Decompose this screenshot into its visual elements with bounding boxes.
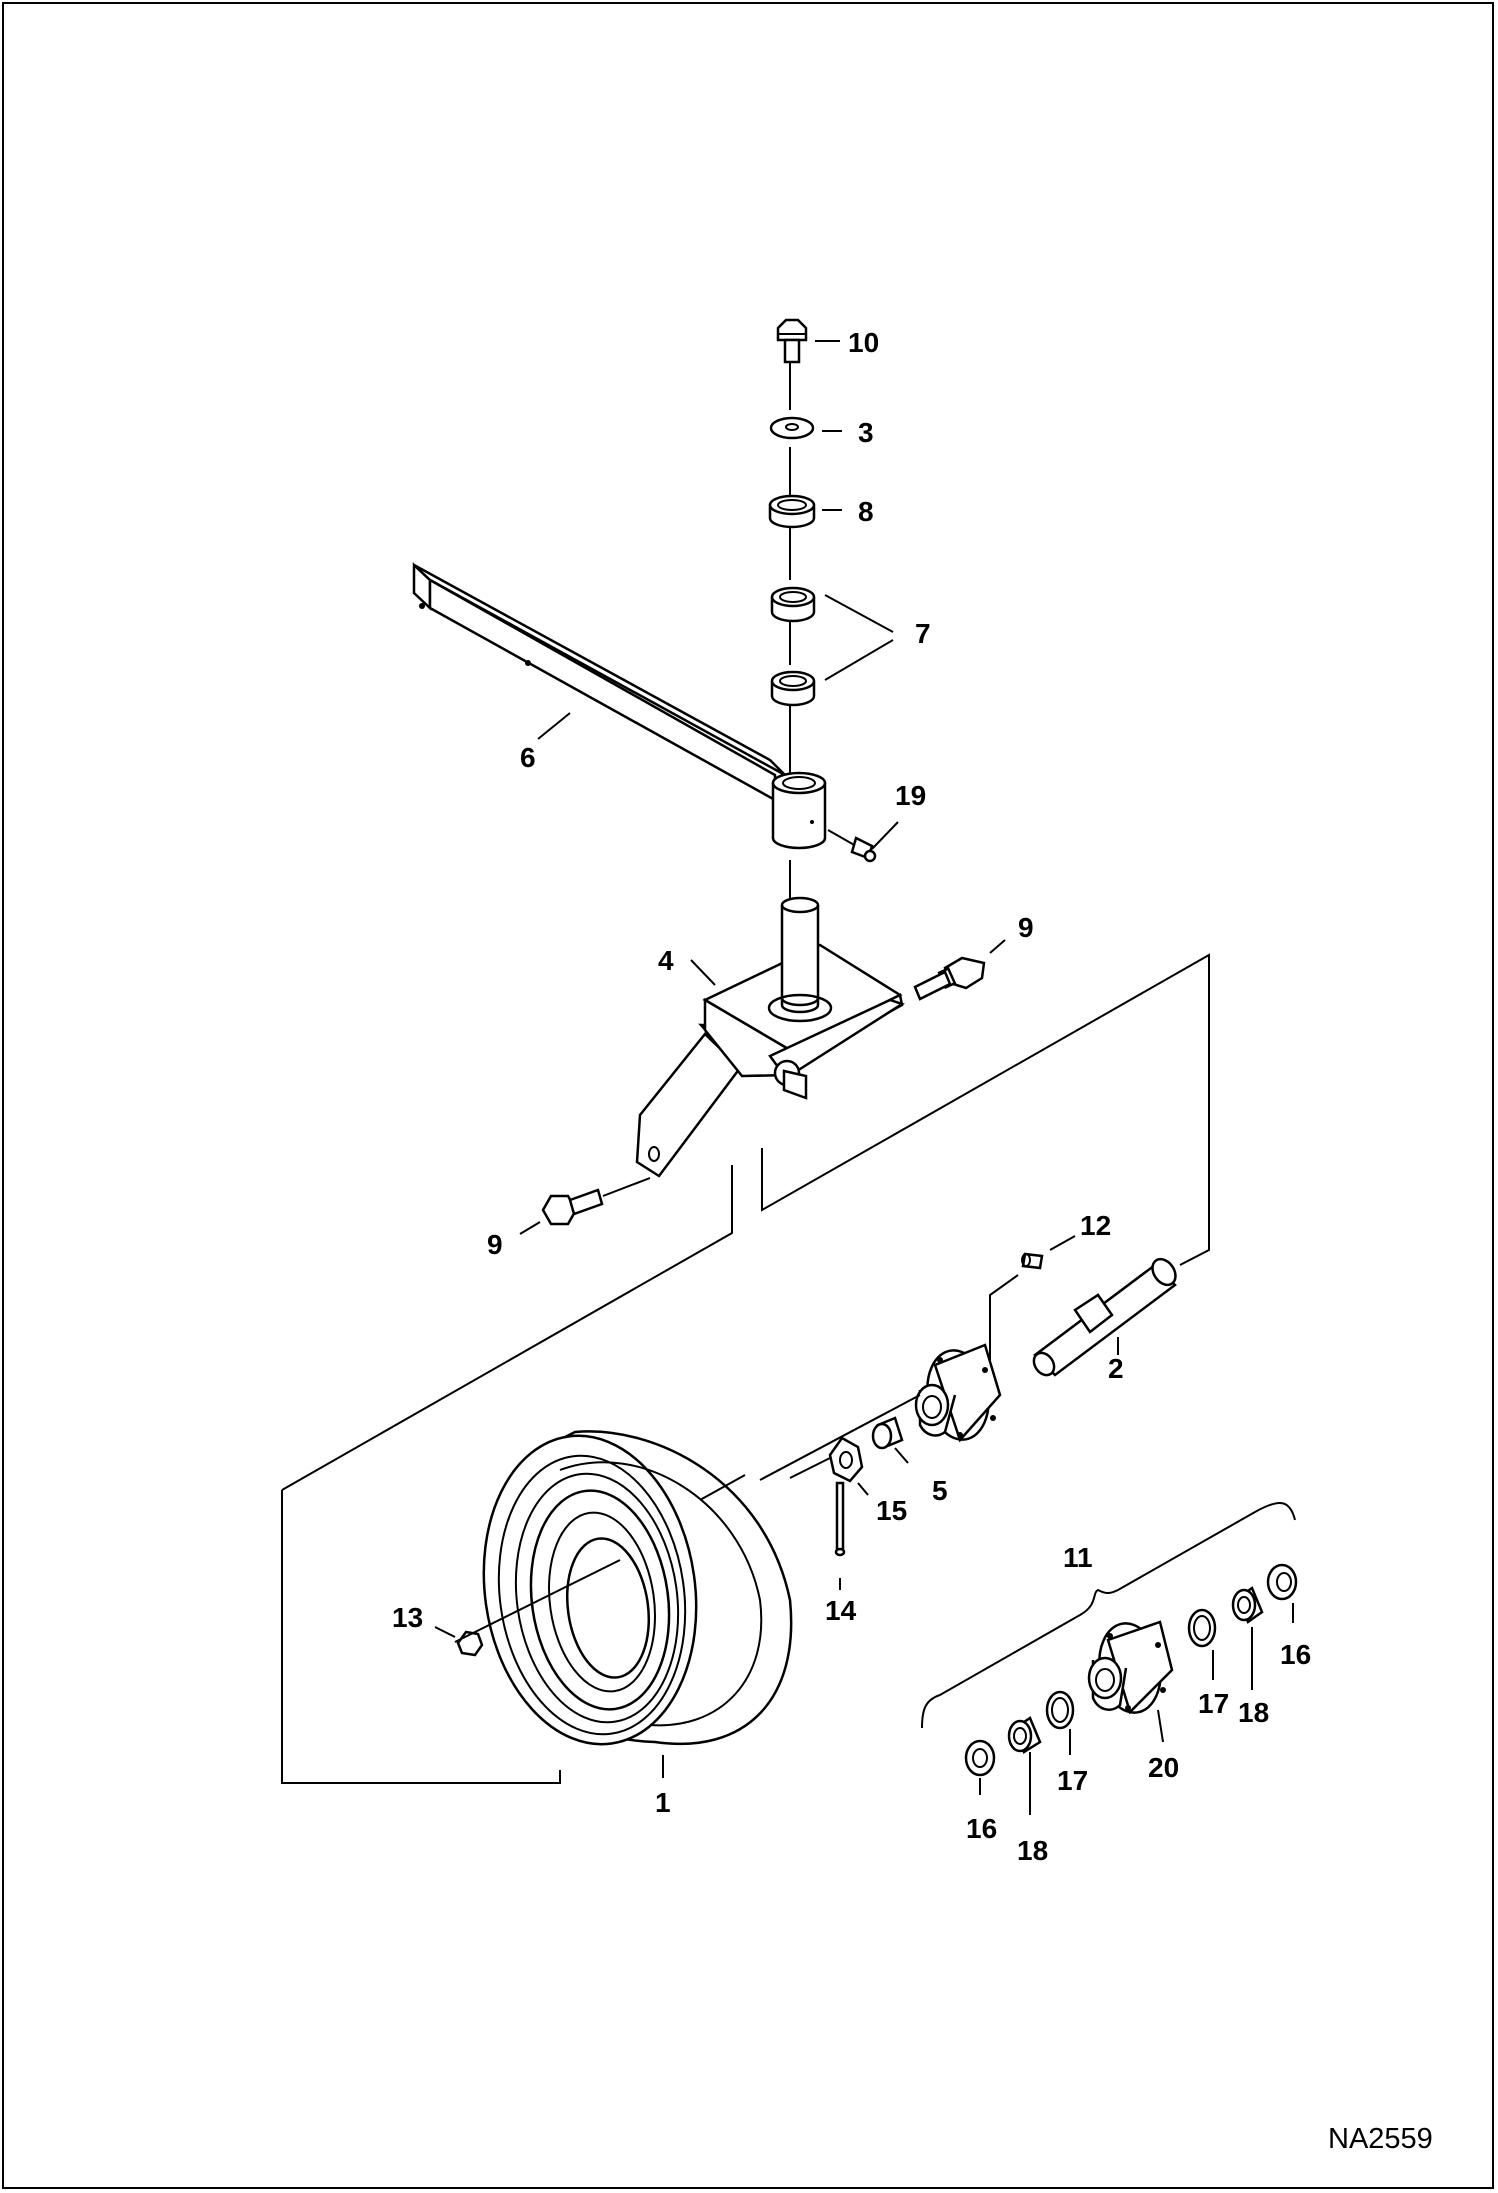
hub-kit-hub-part <box>1087 1620 1174 1715</box>
callout-label: 10 <box>848 327 879 358</box>
hub-kit-bearing-right-part <box>1231 1586 1264 1624</box>
callout-label: 9 <box>1018 912 1034 943</box>
washer-part <box>769 416 815 440</box>
callout-leader-lines <box>434 340 1294 1815</box>
callout-label: 9 <box>487 1229 503 1260</box>
callout-label: 11 <box>1063 1542 1093 1573</box>
callout-label: 12 <box>1080 1210 1111 1241</box>
callout-label: 18 <box>1017 1835 1048 1866</box>
cotter-pin-part <box>834 1481 846 1557</box>
callout-label: 6 <box>520 742 536 773</box>
callout-label: 15 <box>876 1495 907 1526</box>
grease-fitting-part <box>827 829 877 863</box>
hub-kit-seal-outer-left-part <box>964 1739 996 1777</box>
callout-label: 1 <box>655 1787 671 1818</box>
hub-kit-bracket <box>921 1502 1296 1729</box>
caster-fork-part <box>635 896 905 1178</box>
drawing-code: NA2559 <box>1328 2123 1433 2155</box>
callout-label: 8 <box>858 496 874 527</box>
wheel-tire-part <box>482 1430 793 1746</box>
caster-arm-part <box>412 562 827 850</box>
axle-bearing-part <box>871 1416 904 1450</box>
callout-label: 4 <box>658 945 674 976</box>
callout-label: 17 <box>1057 1765 1088 1796</box>
castle-nut-part <box>828 1436 864 1483</box>
callout-label: 17 <box>1198 1688 1229 1719</box>
assembly-reference-lines <box>281 953 1210 1784</box>
fork-bolt-right-part <box>913 956 986 1001</box>
hub-kit-race-left-part <box>1045 1690 1075 1730</box>
callout-label: 14 <box>825 1595 857 1626</box>
callout-label: 20 <box>1148 1752 1179 1783</box>
hub-kit-seal-outer-right-part <box>1266 1563 1298 1601</box>
callout-label: 5 <box>932 1475 948 1506</box>
callout-label: 19 <box>895 780 926 811</box>
callout-label: 16 <box>966 1813 997 1844</box>
axle-shaft-part <box>1032 1257 1177 1377</box>
seal-part <box>768 494 816 529</box>
callout-label: 7 <box>915 618 931 649</box>
bearing-lower-part <box>770 670 816 707</box>
bearing-upper-part <box>770 586 816 623</box>
axle-pin-part <box>1021 1252 1044 1270</box>
callout-label: 16 <box>1280 1639 1311 1670</box>
wheel-hub-part <box>914 1343 1002 1443</box>
callout-label: 13 <box>392 1602 423 1633</box>
callout-label: 18 <box>1238 1697 1269 1728</box>
callout-label: 3 <box>858 417 874 448</box>
hub-kit-bearing-left-part <box>1007 1716 1042 1754</box>
flange-bolt-part <box>776 318 808 364</box>
fork-bolt-left-part <box>541 1177 651 1226</box>
hub-kit-race-right-part <box>1187 1608 1217 1648</box>
callout-label: 2 <box>1108 1353 1124 1384</box>
